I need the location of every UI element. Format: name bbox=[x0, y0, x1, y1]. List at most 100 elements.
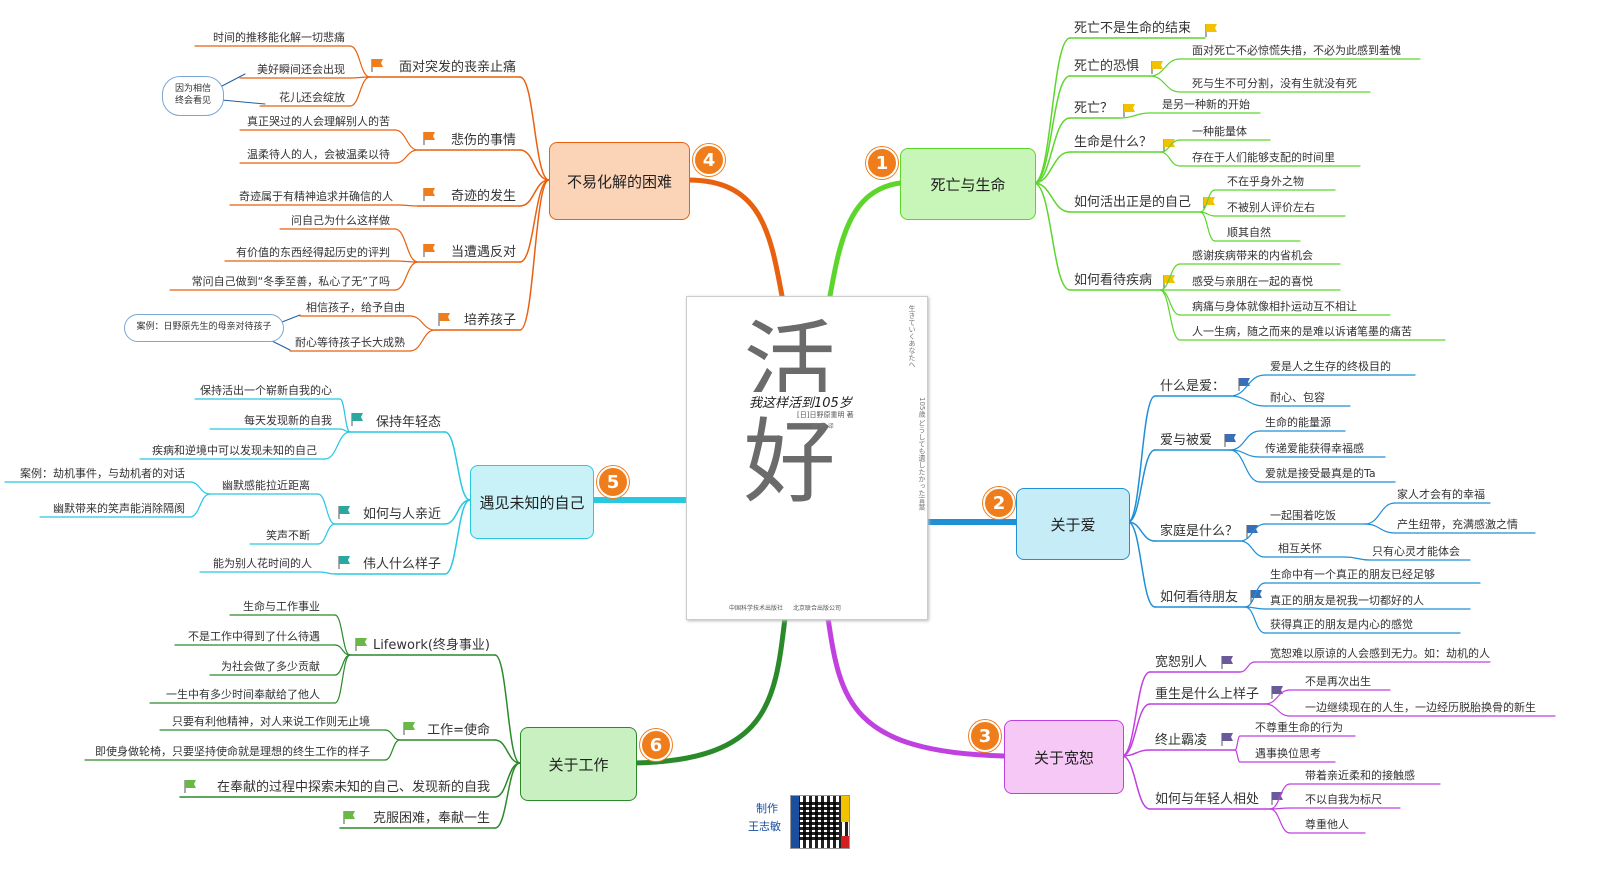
topic-label: 什么是爱： bbox=[1160, 379, 1226, 394]
connector-line bbox=[1127, 395, 1156, 523]
child-label: 一起围着吃饭 bbox=[1270, 509, 1336, 522]
flag-icon bbox=[1203, 197, 1215, 210]
child-label: 幽默感能拉近距离 bbox=[222, 479, 310, 492]
child-label: 感谢疾病带来的内省机会 bbox=[1192, 249, 1313, 262]
branch-about-forgiveness[interactable]: 关于宽恕 bbox=[1004, 720, 1124, 794]
child-label: 温柔待人的人，会被温柔以待 bbox=[247, 148, 390, 161]
credit-box: 制作 王志敏 bbox=[740, 795, 850, 850]
topic-label: 死亡？ bbox=[1074, 101, 1114, 116]
connector-line bbox=[1234, 749, 1241, 763]
connector-line bbox=[221, 73, 246, 87]
branch-hard-difficulties[interactable]: 不易化解的困难 bbox=[549, 142, 690, 220]
branch-about-love-label: 关于爱 bbox=[1050, 515, 1096, 534]
connector-line bbox=[339, 398, 351, 433]
topic-label: 如何与年轻人相处 bbox=[1155, 792, 1260, 807]
child-label: 问自己为什么这样做 bbox=[291, 214, 390, 227]
child-label: 相互关怀 bbox=[1278, 542, 1322, 555]
child-label: 即使身做轮椅，只要坚持使命就是理想的终生工作的样子 bbox=[95, 745, 370, 758]
connector-line bbox=[444, 431, 471, 501]
child-label: 爱就是接受最真是的Ta bbox=[1265, 467, 1376, 480]
connector-line bbox=[409, 329, 436, 352]
connector-line bbox=[1159, 289, 1181, 316]
topic-label: 家庭是什么？ bbox=[1160, 524, 1239, 539]
branch-about-forgiveness-label: 关于宽恕 bbox=[1033, 748, 1094, 767]
branch-3-badge: 3 bbox=[969, 720, 1001, 752]
connector-line bbox=[1239, 523, 1266, 542]
connector-line bbox=[334, 644, 351, 656]
topic-label: 如何与人亲近 bbox=[362, 507, 441, 522]
topic-label: 奇迹的发生 bbox=[450, 189, 516, 204]
child-label: 常问自己做到“冬季至善，私心了无”了吗 bbox=[191, 275, 390, 288]
branch-about-work[interactable]: 关于工作 bbox=[520, 727, 637, 801]
connector-line bbox=[1244, 606, 1266, 634]
topic-label: 宽恕别人 bbox=[1155, 655, 1208, 670]
topic-label: 死亡的恐惧 bbox=[1074, 59, 1140, 74]
branch-about-love[interactable]: 关于爱 bbox=[1016, 488, 1130, 560]
child-label: 疾病和逆境中可以发现未知的自己 bbox=[152, 444, 317, 457]
connector-line bbox=[1264, 689, 1291, 705]
child-label: 不是再次出生 bbox=[1305, 675, 1371, 688]
branch-hard-difficulties-label: 不易化解的困难 bbox=[566, 172, 672, 191]
cover-translator: 孙 燕 译 bbox=[812, 423, 834, 430]
connector-line bbox=[1234, 735, 1241, 751]
child-label: 生命中有一个真正的朋友已经足够 bbox=[1270, 568, 1435, 581]
branch-5-badge: 5 bbox=[597, 466, 629, 498]
branch-4-badge: 4 bbox=[693, 144, 725, 176]
qr-code bbox=[790, 795, 850, 849]
topic-label: 终止霸凌 bbox=[1155, 733, 1208, 748]
child-label: 不被别人评价左右 bbox=[1227, 201, 1315, 214]
connector-line bbox=[519, 179, 550, 263]
connector-line bbox=[189, 481, 211, 495]
child-label: 只要有利他精神，对人来说工作则无止境 bbox=[172, 715, 370, 728]
child-label: 尊重他人 bbox=[1305, 818, 1349, 831]
connector-line bbox=[1344, 556, 1371, 561]
connector-line bbox=[1269, 808, 1291, 834]
connector-line bbox=[1149, 58, 1181, 77]
flag-icon bbox=[1246, 525, 1258, 538]
child-label: 爱是人之生存的终极目的 bbox=[1270, 360, 1391, 373]
flag-icon bbox=[338, 556, 350, 569]
topic-label: Lifework(终身事业) bbox=[372, 638, 490, 653]
connector-line bbox=[1159, 263, 1181, 291]
child-label: 存在于人们能够支配的时间里 bbox=[1192, 151, 1335, 164]
child-label: 宽恕难以原谅的人会感到无力。如：劫机的人 bbox=[1270, 647, 1490, 660]
connector-line bbox=[1127, 521, 1156, 542]
connector-line bbox=[1033, 182, 1071, 213]
credit-line1: 制作 bbox=[756, 802, 778, 815]
child-label: 顺其自然 bbox=[1227, 226, 1271, 239]
connector-line bbox=[334, 614, 351, 656]
branch-1-badge: 1 bbox=[866, 147, 898, 179]
book-cover: 活好 我这样活到105岁 [日]日野原重明 著 孙 燕 译 生きていくあなたへ … bbox=[686, 296, 928, 620]
branch-6-badge: 6 bbox=[640, 729, 672, 761]
connector-line bbox=[1121, 671, 1151, 757]
connector-line bbox=[494, 762, 521, 829]
connector-line bbox=[1229, 374, 1266, 397]
connector-line bbox=[317, 493, 336, 525]
grandchild-label: 家人才会有的幸福 bbox=[1397, 488, 1485, 501]
branch-meet-unknown-self[interactable]: 遇见未知的自己 bbox=[470, 465, 594, 539]
connector-line bbox=[319, 571, 336, 575]
topic-label: 培养孩子 bbox=[463, 313, 516, 328]
child-label: 感受与亲朋在一起的喜悦 bbox=[1192, 275, 1313, 288]
flag-icon bbox=[184, 780, 196, 793]
connector-line bbox=[384, 729, 401, 741]
connector-line bbox=[1159, 151, 1181, 167]
connector-line bbox=[1364, 523, 1396, 534]
flag-icon bbox=[423, 244, 435, 257]
branch-death-and-life[interactable]: 死亡与生命 bbox=[900, 148, 1036, 220]
connector-line bbox=[519, 179, 550, 331]
branch-2-badge: 2 bbox=[983, 487, 1015, 519]
connector-line bbox=[281, 314, 301, 323]
child-label: 一生中有多少时间奉献给了他人 bbox=[166, 688, 320, 701]
connector-line bbox=[1229, 430, 1261, 451]
connector-line bbox=[349, 76, 371, 107]
topic-label: 如何看待疾病 bbox=[1074, 273, 1153, 288]
connector-line bbox=[397, 204, 419, 207]
connector-line bbox=[827, 180, 903, 299]
flag-icon bbox=[438, 313, 450, 326]
flag-icon bbox=[1271, 686, 1283, 699]
topic-label: 当遭遇反对 bbox=[450, 245, 516, 260]
connector-line bbox=[269, 339, 291, 351]
child-label: 是另一种新的开始 bbox=[1162, 98, 1250, 111]
child-label: 一种能量体 bbox=[1192, 125, 1247, 138]
